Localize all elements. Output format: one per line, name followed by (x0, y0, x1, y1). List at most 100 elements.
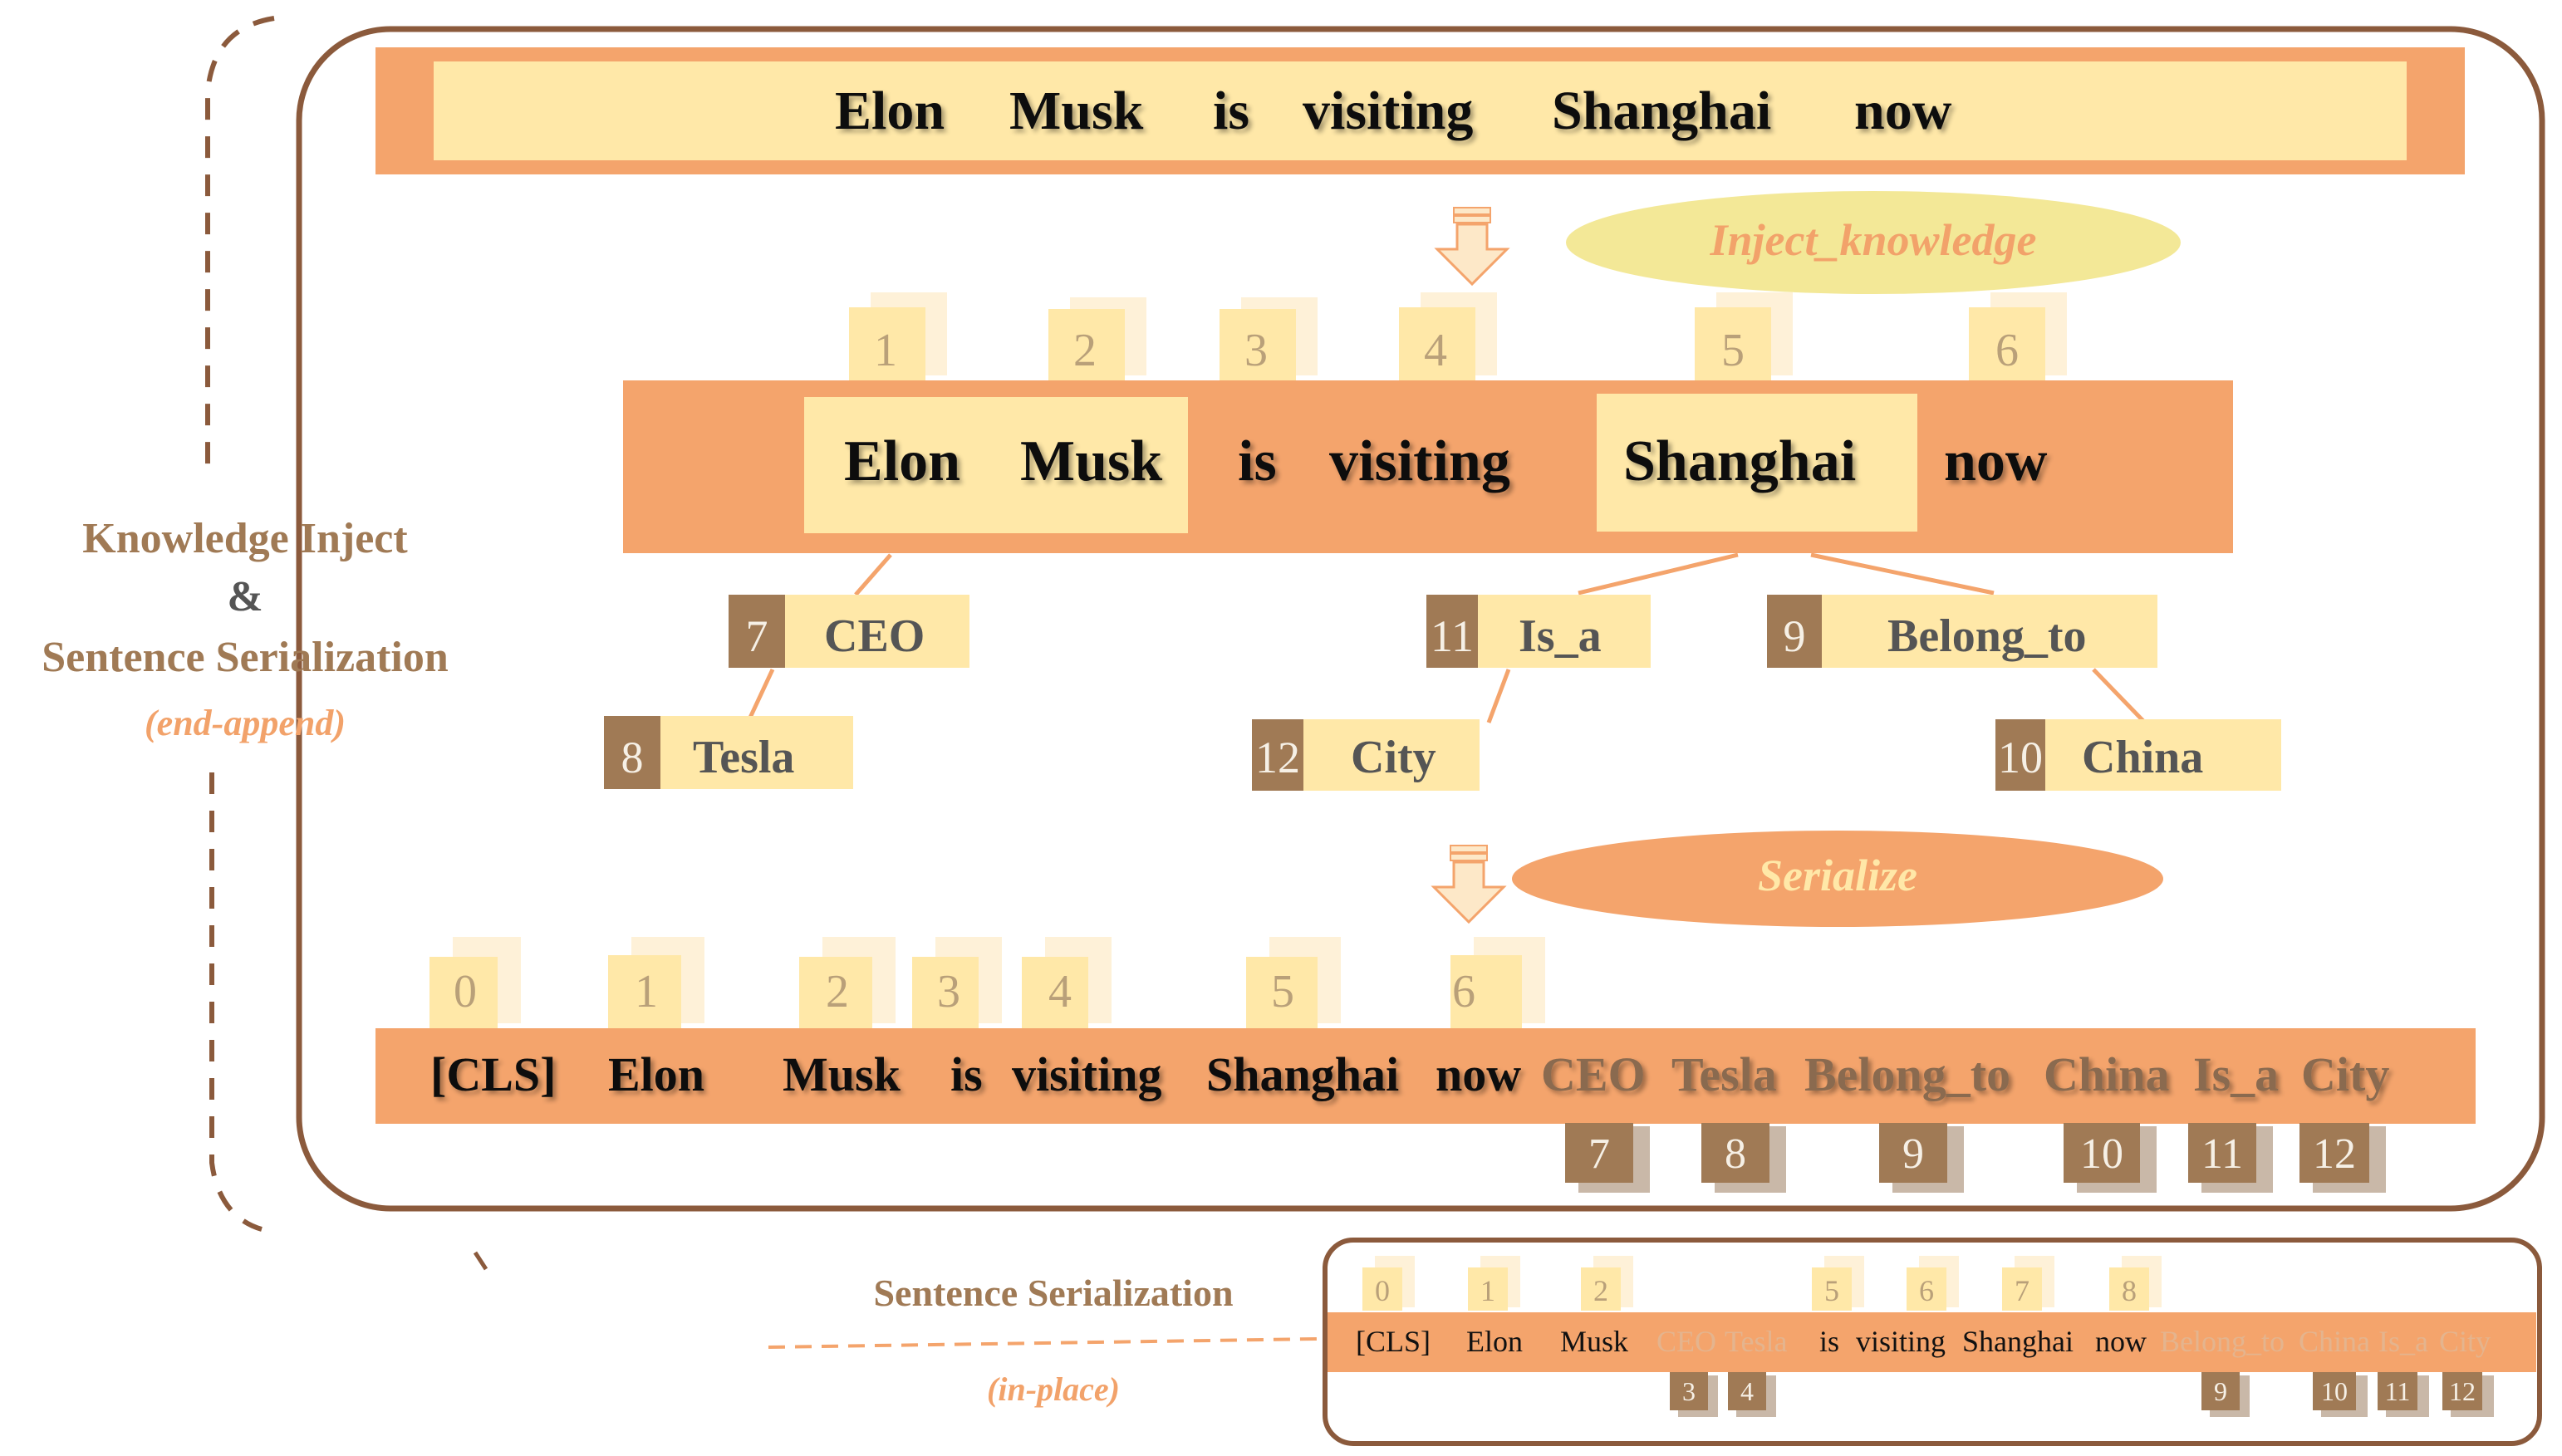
knowledge-node-id: 9 (1784, 611, 1806, 661)
brace-tail (473, 1251, 488, 1271)
position-id-tabs-serialized (429, 937, 1545, 1028)
serialized-band (375, 1028, 2476, 1124)
serialized-knowledge-token: China (2044, 1047, 2170, 1101)
input-token: Shanghai (1552, 81, 1771, 141)
serialized-token: Elon (608, 1047, 704, 1101)
serialized-bottom-id: 10 (2080, 1130, 2123, 1178)
input-token: Musk (1009, 81, 1144, 141)
in-place-knowledge-token: City (2439, 1325, 2491, 1358)
knowledge-node-id: 10 (1998, 733, 2043, 782)
in-place-top-id: 2 (1593, 1274, 1608, 1307)
knowledge-node-id: 12 (1255, 733, 1300, 782)
side-label-line2: & (227, 573, 263, 620)
in-place-token: is (1819, 1325, 1839, 1358)
serialized-knowledge-token: CEO (1541, 1047, 1646, 1101)
knowledge-token: Musk (1020, 429, 1162, 493)
knowledge-token: Shanghai (1623, 429, 1856, 493)
serialized-knowledge-token: Belong_to (1804, 1047, 2010, 1101)
in-place-token: now (2095, 1325, 2147, 1358)
input-token: Elon (835, 81, 945, 141)
position-id: 3 (1244, 325, 1268, 376)
serialized-top-id: 2 (826, 966, 849, 1017)
position-id: 5 (1721, 325, 1745, 376)
side-label-line3: Sentence Serialization (42, 634, 449, 681)
left-brace-bottom (209, 772, 263, 1232)
serialized-token: Shanghai (1206, 1047, 1399, 1101)
knowledge-token: Elon (844, 429, 960, 493)
knowledge-node-city (1252, 719, 1480, 791)
in-place-knowledge-token: China (2299, 1325, 2370, 1358)
knowledge-node-tesla (604, 716, 853, 789)
knowledge-node-belong-to (1767, 595, 2157, 668)
knowledge-node-is-a (1426, 595, 1651, 668)
in-place-sublabel: (in-place) (987, 1370, 1120, 1408)
serialized-top-id: 1 (635, 966, 658, 1017)
in-place-token: Elon (1466, 1325, 1523, 1358)
serialized-token: now (1436, 1047, 1521, 1101)
in-place-bottom-tabs (1670, 1372, 2494, 1417)
input-token: visiting (1303, 81, 1473, 141)
serialize-label: Serialize (1758, 851, 1917, 900)
in-place-bottom-id: 10 (2321, 1376, 2348, 1406)
in-place-top-tabs (1362, 1256, 2162, 1311)
entity-box-elon-musk (804, 397, 1188, 533)
in-place-container (1323, 1238, 2542, 1446)
in-place-bottom-id: 4 (1740, 1376, 1754, 1406)
inject-knowledge-label: Inject_knowledge (1710, 215, 2037, 265)
in-place-band (1328, 1312, 2536, 1372)
knowledge-node-label: City (1351, 732, 1436, 783)
serialized-token: visiting (1012, 1047, 1162, 1101)
knowledge-token: is (1238, 429, 1277, 493)
serialized-token: Musk (783, 1047, 901, 1101)
serialized-top-id: 3 (937, 966, 960, 1017)
in-place-knowledge-token: Tesla (1725, 1325, 1787, 1358)
serialized-top-id: 5 (1271, 966, 1294, 1017)
left-brace-top (205, 16, 275, 465)
position-id: 4 (1424, 325, 1447, 376)
in-place-top-id: 8 (2122, 1274, 2137, 1307)
input-token: is (1213, 81, 1249, 141)
knowledge-node-ceo (729, 595, 969, 668)
serialize-ellipse (1512, 831, 2163, 927)
position-id: 2 (1073, 325, 1097, 376)
knowledge-node-id: 7 (746, 611, 768, 661)
serialized-token: [CLS] (430, 1047, 556, 1101)
in-place-top-id: 6 (1919, 1274, 1934, 1307)
serialized-bottom-id: 9 (1902, 1130, 1924, 1178)
inject-knowledge-ellipse (1566, 191, 2181, 294)
in-place-token: Musk (1560, 1325, 1628, 1358)
in-place-bottom-id: 3 (1682, 1376, 1696, 1406)
in-place-token: [CLS] (1356, 1325, 1431, 1358)
serialized-token: is (950, 1047, 983, 1101)
serialized-knowledge-token: City (2301, 1047, 2389, 1101)
knowledge-token: visiting (1329, 429, 1510, 493)
input-sentence-inner (434, 61, 2407, 160)
serialized-bottom-id: 11 (2201, 1130, 2243, 1178)
side-label-line1: Knowledge Inject (82, 515, 408, 562)
position-id: 1 (874, 325, 897, 376)
entity-box-shanghai (1597, 394, 1917, 532)
in-place-token: Shanghai (1962, 1325, 2074, 1358)
knowledge-node-label: Belong_to (1887, 610, 2087, 662)
in-place-top-id: 1 (1480, 1274, 1495, 1307)
knowledge-node-label: Is_a (1519, 610, 1602, 662)
knowledge-node-id: 8 (621, 733, 644, 782)
in-place-dashed-connector (768, 1337, 1318, 1349)
in-place-token: visiting (1856, 1325, 1946, 1358)
in-place-knowledge-token: Is_a (2378, 1325, 2428, 1358)
in-place-label: Sentence Serialization (873, 1272, 1233, 1314)
in-place-top-id: 7 (2015, 1274, 2029, 1307)
serialized-bottom-id: 12 (2313, 1130, 2356, 1178)
knowledge-node-label: CEO (824, 610, 925, 662)
position-id: 6 (1995, 325, 2019, 376)
in-place-bottom-id: 9 (2214, 1376, 2227, 1406)
in-place-knowledge-token: CEO (1656, 1325, 1716, 1358)
in-place-knowledge-token: Belong_to (2160, 1325, 2285, 1358)
in-place-top-id: 5 (1824, 1274, 1839, 1307)
down-arrow-icon (1432, 844, 1505, 924)
down-arrow-icon (1436, 206, 1509, 286)
serialized-top-id: 4 (1048, 966, 1072, 1017)
knowledge-node-china (1995, 719, 2281, 791)
main-container (296, 26, 2545, 1212)
in-place-bottom-id: 12 (2449, 1376, 2476, 1406)
